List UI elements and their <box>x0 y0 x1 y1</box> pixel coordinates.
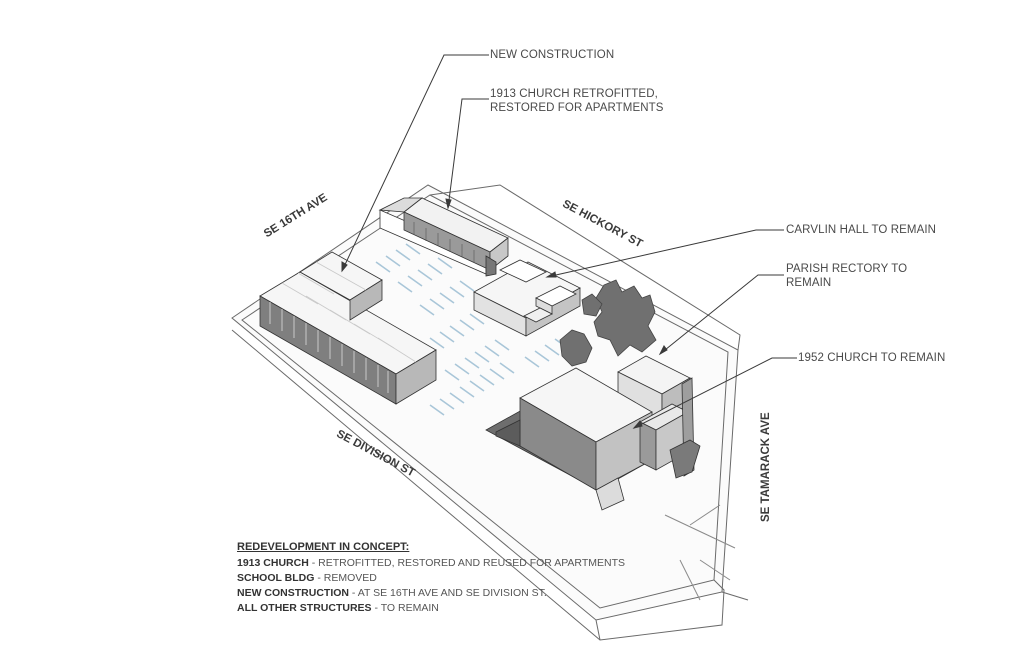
parking-row-1 <box>375 243 421 273</box>
legend-item-desc: - TO REMAIN <box>371 602 439 614</box>
leader-1913-church <box>447 98 489 209</box>
arrow-new-construction <box>341 261 348 273</box>
crosswalks <box>664 504 736 601</box>
legend-item-desc: - AT SE 16TH AVE AND SE DIVISION ST. <box>349 587 547 599</box>
leader-1952-church <box>633 357 797 429</box>
legend-item-label: ALL OTHER STRUCTURES <box>237 602 372 614</box>
legend-item: 1913 CHURCH - RETROFITTED, RESTORED AND … <box>237 556 625 571</box>
callout-carvlin-hall: CARVLIN HALL TO REMAIN <box>786 224 937 236</box>
legend-item-label: SCHOOL BLDG <box>237 572 315 584</box>
arrow-parish-rectory <box>658 345 668 356</box>
legend-item: SCHOOL BLDG - REMOVED <box>237 571 625 586</box>
arrow-carvlin-hall <box>545 271 557 278</box>
arrow-1952-church <box>632 420 643 429</box>
parking-row-4 <box>429 313 485 349</box>
legend-heading: REDEVELOPMENT IN CONCEPT: <box>237 541 410 553</box>
parking-row-3 <box>419 280 475 316</box>
street-label-se-tamarack-ave: SE TAMARACK AVE <box>760 412 772 522</box>
parking-row-6 <box>429 362 515 416</box>
arrow-1913-church <box>445 198 452 210</box>
legend-item-desc: - RETROFITTED, RESTORED AND REUSED FOR A… <box>308 557 625 569</box>
legend-item-label: 1913 CHURCH <box>237 557 309 569</box>
parking-row-5 <box>444 339 510 381</box>
callout-parish-rectory-line2: REMAIN <box>786 277 832 289</box>
callout-1913-church-line1: 1913 CHURCH RETROFITTED, <box>490 88 658 100</box>
church-1952-building <box>485 367 701 511</box>
legend-item-desc: - REMOVED <box>314 572 377 584</box>
concept-legend: REDEVELOPMENT IN CONCEPT: 1913 CHURCH - … <box>237 540 625 616</box>
new-construction-buildings <box>259 251 437 405</box>
legend-item-label: NEW CONSTRUCTION <box>237 587 349 599</box>
callout-new-construction: NEW CONSTRUCTION <box>490 49 615 61</box>
legend-item: ALL OTHER STRUCTURES - TO REMAIN <box>237 601 625 616</box>
trees <box>559 279 657 367</box>
callout-parish-rectory-line1: PARISH RECTORY TO <box>786 263 908 275</box>
church-1913-building <box>378 197 509 277</box>
leader-carvlin-hall <box>546 229 784 278</box>
leader-new-construction <box>341 54 489 272</box>
leader-parish-rectory <box>659 274 784 355</box>
callout-1913-church-line2: RESTORED FOR APARTMENTS <box>490 102 664 114</box>
legend-item: NEW CONSTRUCTION - AT SE 16TH AVE AND SE… <box>237 586 625 601</box>
callout-leader-lines <box>341 54 797 429</box>
callout-1952-church: 1952 CHURCH TO REMAIN <box>798 352 946 364</box>
